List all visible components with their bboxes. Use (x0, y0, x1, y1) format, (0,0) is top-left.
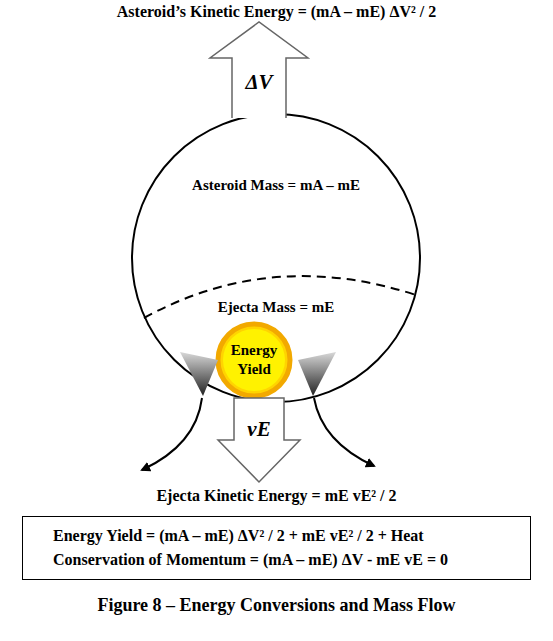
velocity-arrow (210, 22, 308, 118)
kinetic-energy-label: Ejecta Kinetic Energy = mE vE² / 2 (0, 487, 553, 505)
ejecta-path-arrow (314, 398, 374, 466)
energy-yield-circle: Energy Yield (216, 322, 292, 398)
ejecta-arrow (218, 398, 300, 482)
energy-label: Energy Yield (226, 341, 282, 379)
energy-yield-circle (218, 324, 290, 396)
ejecta-path-arrow (142, 398, 202, 470)
asteroid-circle: Asteroid Mass = mA – mEEjecta Mass = mEE… (131, 113, 421, 403)
equation-box: Energy Yield = (mA – mE) ΔV² / 2 + mE vE… (22, 516, 531, 580)
equation-text: Energy Yield = (mA – mE) ΔV² / 2 + mE vE… (53, 524, 518, 548)
velocity-symbol: vE (229, 417, 289, 442)
equation-text: Conservation of Momentum = (mA – mE) ΔV … (53, 548, 518, 572)
energy-yield-circle (216, 322, 292, 398)
asteroid-outline (132, 114, 420, 402)
figure-caption: Figure 8 – Energy Conversions and Mass F… (0, 595, 553, 616)
energy-yield-core (223, 329, 285, 391)
velocity-symbol: ΔV (229, 70, 289, 95)
mass-label: Asteroid Mass = mA – mE (131, 177, 421, 194)
kinetic-energy-label: Asteroid’s Kinetic Energy = (mA – mE) ΔV… (0, 3, 553, 21)
mass-label: Ejecta Mass = mE (131, 299, 421, 316)
ejecta-region: Ejecta Mass = mE Energy Yield (131, 268, 421, 403)
